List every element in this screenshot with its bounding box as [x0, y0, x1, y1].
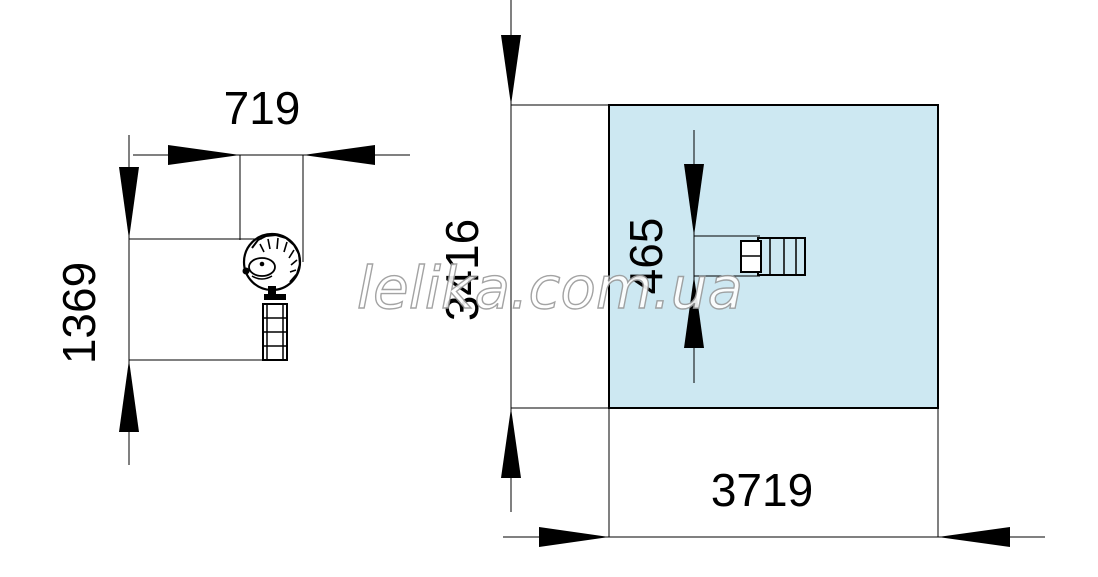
equipment-plan-icon [740, 237, 806, 276]
arrow-3416-top [501, 35, 521, 105]
arrow-3719-left [539, 527, 609, 547]
arrow-719-left [168, 145, 240, 165]
arrow-719-right [303, 145, 375, 165]
label-465: 465 [620, 218, 672, 295]
arrow-465-top [684, 164, 704, 236]
watermark-text: lelika.com.ua [357, 254, 743, 322]
safety-zone [608, 104, 939, 409]
arrow-3416-bottom [501, 408, 521, 478]
label-3719: 3719 [711, 464, 813, 516]
arrow-465-bottom [684, 276, 704, 348]
arrow-3719-right [938, 527, 1010, 547]
label-719: 719 [224, 82, 301, 134]
plan-view-group: 3416 3719 465 [436, 0, 1045, 547]
arrow-1369-bottom [119, 360, 139, 432]
label-1369: 1369 [53, 262, 105, 364]
hedgehog-rider-icon [242, 232, 302, 361]
label-3416: 3416 [436, 219, 488, 321]
arrow-1369-top [119, 167, 139, 239]
side-view-group: 719 1369 [53, 82, 410, 465]
